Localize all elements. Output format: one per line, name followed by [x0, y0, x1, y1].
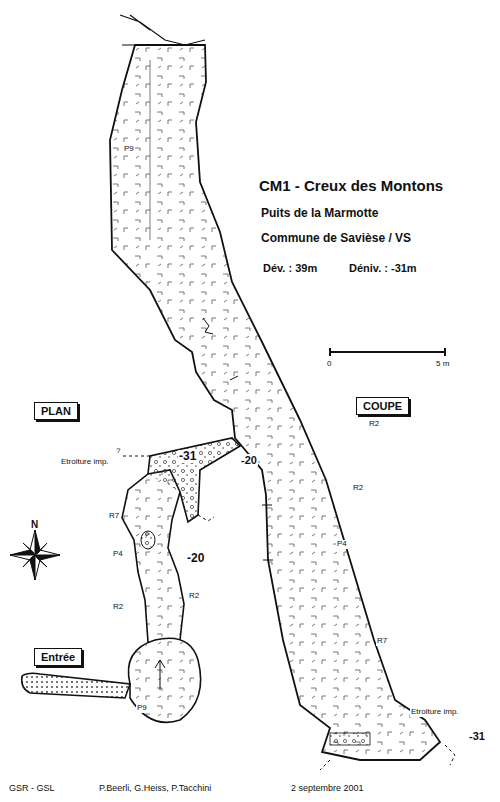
depth-label: -20	[186, 552, 205, 565]
depth-label: -31	[178, 450, 197, 463]
scale-value: 0	[326, 360, 332, 369]
box-label: Entrée	[41, 651, 75, 663]
pitch-label: R7	[376, 637, 388, 646]
depth-label: -20	[240, 454, 258, 466]
map-title: CM1 - Creux des Montons	[258, 178, 444, 195]
length-stat: Dév. : 39m	[262, 262, 318, 274]
note: Etroiture imp.	[410, 708, 460, 717]
pitch-label: R2	[352, 484, 364, 493]
pitch-label: R2	[112, 603, 124, 612]
pitch-label: P9	[123, 145, 135, 154]
pitch-label: R2	[188, 592, 200, 601]
commune: Commune de Savièse / VS	[260, 232, 412, 245]
depth-label: -31	[468, 730, 486, 742]
footer: 2 septembre 2001	[290, 784, 365, 794]
note: ?	[115, 447, 121, 456]
pitch-label: P9	[136, 704, 148, 713]
depth-stat: Déniv. : -31m	[348, 262, 418, 274]
scale-value: 5 m	[435, 360, 450, 369]
label-box: PLAN	[34, 402, 78, 420]
subtitle: Puits de la Marmotte	[260, 207, 379, 220]
north-label: N	[30, 519, 39, 530]
pitch-label: P4	[336, 540, 348, 549]
label-box: Entrée	[34, 648, 82, 666]
footer: P.Beerli, G.Heiss, P.Tacchini	[98, 784, 212, 794]
pitch-label: P4	[112, 550, 124, 559]
pitch-label: R2	[368, 420, 380, 429]
label-box: COUPE	[356, 397, 409, 415]
box-label: COUPE	[363, 400, 402, 412]
note: Etroiture imp.	[60, 458, 110, 467]
box-label: PLAN	[41, 405, 71, 417]
pitch-label: R7	[108, 512, 120, 521]
footer: GSR - GSL	[8, 784, 56, 794]
